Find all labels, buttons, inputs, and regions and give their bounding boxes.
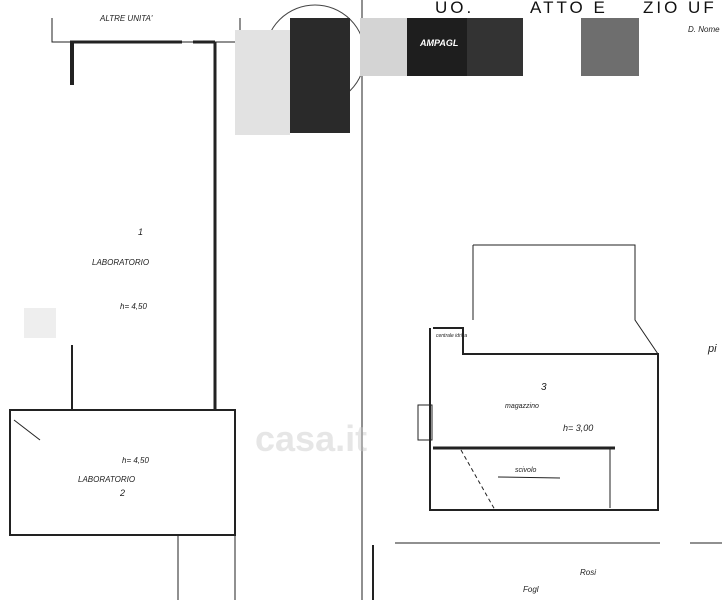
room-name: magazzino — [505, 403, 539, 410]
header-fragment: ATTO E — [530, 0, 608, 17]
redaction-block — [24, 308, 56, 338]
footer-label: Rosi — [580, 568, 597, 577]
side-label: pi — [708, 343, 717, 355]
header-note: D. Nome — [688, 25, 720, 34]
room-name: LABORATORIO — [78, 475, 136, 484]
room-number: 1 — [138, 227, 144, 237]
redaction-block — [235, 30, 290, 135]
room-height: h= 4,50 — [120, 302, 147, 311]
room-name: LABORATORIO — [92, 258, 150, 267]
room-3-outline — [429, 327, 659, 511]
room-number: 3 — [541, 382, 547, 393]
stamp-label: AMPAGL — [420, 38, 459, 48]
room-height: h= 4,50 — [122, 456, 149, 465]
redaction-block — [467, 18, 523, 76]
redaction-block — [581, 18, 639, 76]
ramp-label: scivolo — [515, 467, 537, 474]
room-height: h= 3,00 — [563, 423, 594, 433]
header-fragment: UO. — [435, 0, 475, 17]
redaction-block — [407, 18, 467, 76]
room-number: 2 — [120, 488, 126, 498]
small-room-label: centrale idrica — [436, 333, 468, 339]
footer-label: Fogl — [523, 585, 539, 594]
redaction-block — [290, 18, 350, 133]
watermark: casa.it — [255, 418, 368, 459]
header-fragment: ZIO UF — [643, 0, 717, 17]
other-units-label: ALTRE UNITA' — [100, 14, 153, 23]
room-2-outline — [9, 409, 236, 536]
redaction-block — [360, 18, 407, 76]
